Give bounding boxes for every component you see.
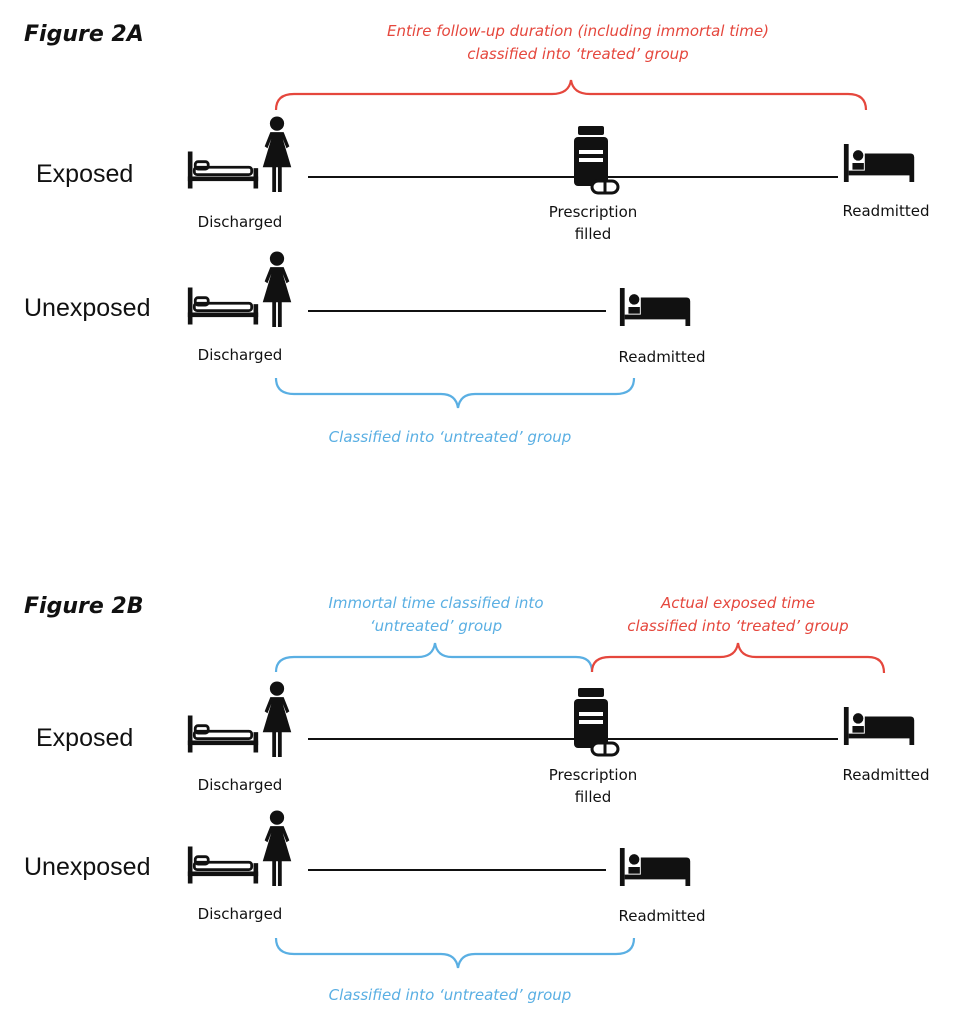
figure-2a-treated-note: Entire follow-up duration (including imm… [387,20,769,66]
hospital-bed-icon [842,707,918,745]
figure-2b-treated-note-line1: Actual exposed time [660,594,816,612]
figure-2a-prescription-line2: filled [574,225,612,243]
figure-2b-exposed-discharged: Discharged [197,776,283,794]
hospital-bed-icon [842,144,918,182]
figure-2b-untreated-note-line2: ‘untreated’ group [369,617,503,635]
pill-bottle-icon [570,688,620,758]
figure-2a-exposed-timeline [308,176,838,178]
figure-2b-exposed-readmitted: Readmitted [842,766,930,784]
figure-2b-unexposed-timeline [308,869,606,871]
figure-2a-treated-note-line1: Entire follow-up duration (including imm… [387,22,769,40]
woman-icon [258,251,296,327]
hospital-bed-icon [618,848,694,886]
figure-2a-unexposed-discharged: Discharged [197,346,283,364]
figure-2a-unexposed-timeline [308,310,606,312]
figure-2b-title: Figure 2B [24,594,144,619]
figure-2b-treated-note-line2: classified into ‘treated’ group [627,617,849,635]
woman-icon [258,810,296,886]
figure-2a-prescription-line1: Prescription [548,203,638,221]
bed-icon [186,151,260,189]
figure-2b-untreated-brace [274,642,594,673]
figure-2b-exposed-label: Exposed [36,724,134,752]
figure-2a-exposed-prescription: Prescription filled [549,201,638,245]
figure-2b-exposed-timeline [308,738,838,740]
figure-2a-exposed-discharged: Discharged [197,213,283,231]
figure-2b-treated-note: Actual exposed time classified into ‘tre… [627,592,848,638]
figure-2a-untreated-brace [274,377,636,409]
figure-2b-treated-brace [590,642,886,674]
figure-2a-unexposed-label: Unexposed [24,294,151,322]
figure-2a-treated-brace [274,79,868,111]
woman-icon [258,681,296,757]
bed-icon [186,846,260,884]
figure-2b-untreated-note-line1: Immortal time classified into [328,594,544,612]
figure-2a-title: Figure 2A [24,22,144,47]
figure-2a-treated-note-line2: classified into ‘treated’ group [467,45,689,63]
woman-icon [258,116,296,192]
figure-2a-untreated-note: Classified into ‘untreated’ group [328,428,572,446]
figure-2b-unexposed-readmitted: Readmitted [618,907,706,925]
figure-2a-exposed-readmitted: Readmitted [842,202,930,220]
figure-2b-untreated-note: Immortal time classified into ‘untreated… [328,592,543,638]
figure-2a-exposed-label: Exposed [36,160,134,188]
figure-2a-unexposed-readmitted: Readmitted [618,348,706,366]
figure-2b-exposed-prescription: Prescription filled [549,764,638,808]
hospital-bed-icon [618,288,694,326]
figure-2b-unexposed-discharged: Discharged [197,905,283,923]
figure-2b-unexposed-label: Unexposed [24,853,151,881]
figure-2b-untreated-bottom-note: Classified into ‘untreated’ group [328,986,572,1004]
bed-icon [186,287,260,325]
figure-2b-prescription-line1: Prescription [548,766,638,784]
pill-bottle-icon [570,126,620,196]
figure-2b-untreated-bottom-brace [274,937,636,969]
figure-2b-prescription-line2: filled [574,788,612,806]
bed-icon [186,715,260,753]
